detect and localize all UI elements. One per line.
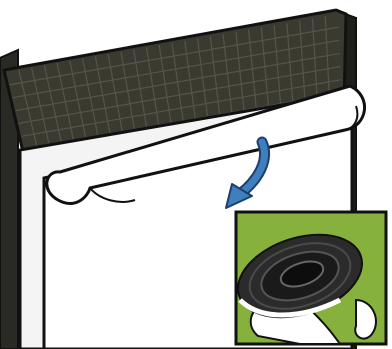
roll-detail-inset	[227, 212, 386, 344]
